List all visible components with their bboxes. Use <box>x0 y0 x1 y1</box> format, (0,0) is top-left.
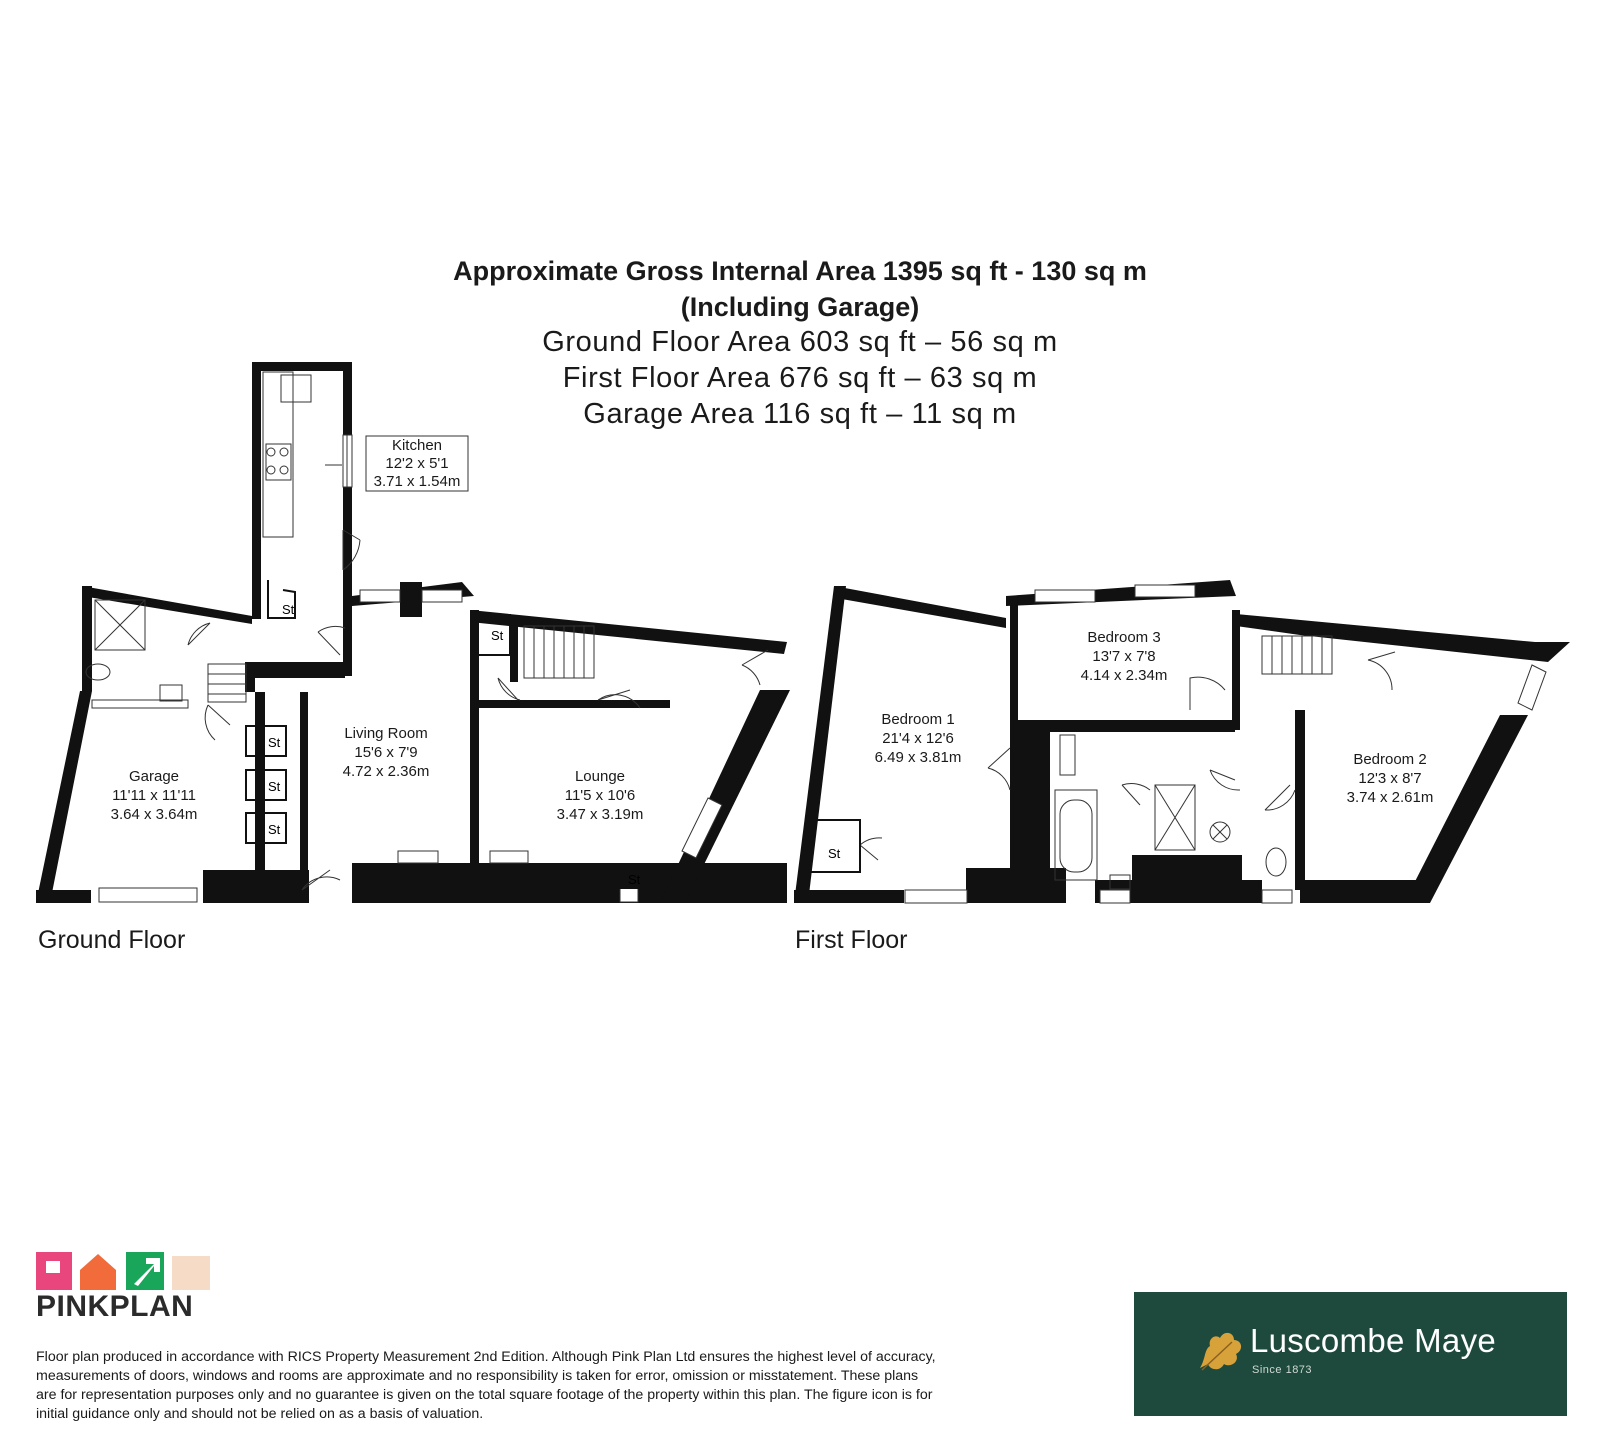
first-floor-label: First Floor <box>795 926 908 954</box>
store-label-5: St <box>628 872 641 887</box>
ground-floor-plan: St <box>36 362 790 903</box>
ground-doors <box>187 614 769 891</box>
ground-windows <box>98 589 723 903</box>
first-windows <box>904 584 1547 904</box>
room-size-imperial: 12'2 x 5'1 <box>385 455 449 472</box>
room-size-metric: 6.49 x 3.81m <box>874 749 962 766</box>
kitchen-label-box <box>365 435 469 492</box>
pinkplan-logo-icon <box>36 1252 210 1290</box>
store-label-2: St <box>268 779 281 794</box>
agent-name: Luscombe Maye <box>1250 1322 1497 1359</box>
room-name: Kitchen <box>391 437 443 454</box>
kitchen-label: Kitchen 12'2 x 5'1 3.71 x 1.54m <box>366 437 468 491</box>
ground-floor-area: Ground Floor Area 603 sq ft – 56 sq m <box>542 326 1058 358</box>
room-name: Bedroom 3 <box>1087 629 1161 646</box>
area-subtitle: (Including Garage) <box>680 292 920 322</box>
first-floor-area: First Floor Area 676 sq ft – 63 sq m <box>562 362 1038 394</box>
room-name: Bedroom 2 <box>1353 751 1427 768</box>
first-floor-plan: St <box>794 580 1570 904</box>
bedroom1-store-label: St <box>828 846 841 861</box>
ground-floor-label: Ground Floor <box>38 926 186 954</box>
room-size-imperial: 12'3 x 8'7 <box>1358 770 1422 787</box>
garage-label: Garage 11'11 x 11'11 3.64 x 3.64m <box>84 767 224 824</box>
room-name: Garage <box>128 768 180 785</box>
oak-leaf-icon <box>1200 1332 1242 1371</box>
pinkplan-wordmark: PINKPLAN <box>36 1290 194 1323</box>
room-size-metric: 3.74 x 2.61m <box>1346 789 1434 806</box>
room-size-imperial: 15'6 x 7'9 <box>354 744 418 761</box>
room-size-imperial: 11'11 x 11'11 <box>112 787 196 804</box>
kitchen-store-label: St <box>282 602 295 617</box>
room-size-metric: 4.14 x 2.34m <box>1080 667 1168 684</box>
room-size-metric: 4.72 x 2.36m <box>342 763 430 780</box>
store-label-4: St <box>491 628 504 643</box>
room-size-imperial: 13'7 x 7'8 <box>1092 648 1156 665</box>
kitchen-walls <box>252 362 352 630</box>
first-stairs <box>1261 635 1333 675</box>
kitchen-fittings <box>262 371 361 571</box>
room-size-metric: 3.47 x 3.19m <box>556 806 644 823</box>
room-name: Bedroom 1 <box>881 711 955 728</box>
area-title: Approximate Gross Internal Area 1395 sq … <box>453 256 1147 286</box>
kitchen-store <box>267 580 296 619</box>
lounge-label: Lounge 11'5 x 10'6 3.47 x 3.19m <box>530 767 670 824</box>
agent-since: Since 1873 <box>1252 1364 1313 1376</box>
first-bathroom <box>1054 734 1287 890</box>
room-name: Living Room <box>344 725 428 742</box>
bedroom-3-label: Bedroom 3 13'7 x 7'8 4.14 x 2.34m <box>1054 628 1194 685</box>
room-size-metric: 3.71 x 1.54m <box>373 473 461 490</box>
store-label-3: St <box>268 822 281 837</box>
garage-area: Garage Area 116 sq ft – 11 sq m <box>583 398 1017 430</box>
first-doors <box>809 651 1396 873</box>
room-size-imperial: 21'4 x 12'6 <box>882 730 954 747</box>
bedroom-1-label: Bedroom 1 21'4 x 12'6 6.49 x 3.81m <box>848 710 988 767</box>
room-size-imperial: 11'5 x 10'6 <box>564 787 636 804</box>
room-name: Lounge <box>574 768 626 785</box>
garage-shower-room <box>85 599 189 709</box>
store-label-1: St <box>268 735 281 750</box>
agent-brand-panel: Luscombe Maye Since 1873 <box>1134 1292 1567 1416</box>
ground-stairs <box>207 625 595 703</box>
room-size-metric: 3.64 x 3.64m <box>110 806 198 823</box>
bedroom-2-label: Bedroom 2 12'3 x 8'7 3.74 x 2.61m <box>1320 750 1460 807</box>
disclaimer-text: Floor plan produced in accordance with R… <box>36 1349 936 1422</box>
living-room-label: Living Room 15'6 x 7'9 4.72 x 2.36m <box>316 724 456 781</box>
